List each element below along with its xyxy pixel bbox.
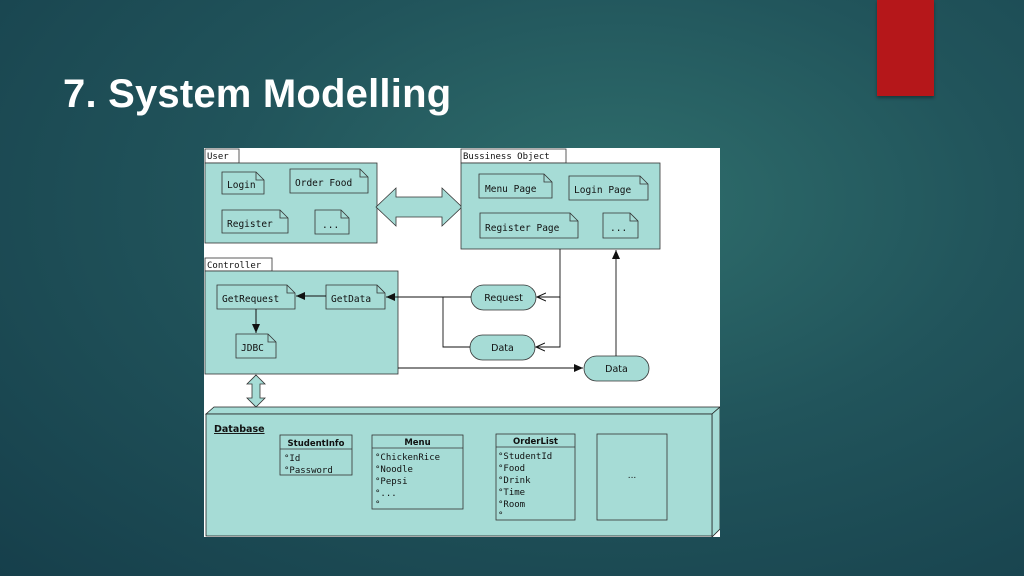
svg-text:OrderList: OrderList <box>513 437 558 447</box>
svg-text:GetData: GetData <box>331 294 371 305</box>
svg-text:Login: Login <box>227 180 256 191</box>
data-flow-node-left: Data <box>469 334 536 361</box>
svg-text:°Drink: °Drink <box>498 476 531 486</box>
note-get-data: GetData <box>325 284 386 310</box>
controller-package: Controller <box>204 257 399 375</box>
note-user-more: ... <box>314 209 350 235</box>
svg-text:°: ° <box>498 511 503 521</box>
note-login: Login <box>221 171 265 195</box>
svg-text:°Password: °Password <box>284 466 333 476</box>
svg-text:Register Page: Register Page <box>485 223 560 234</box>
database-label: Database <box>214 424 265 435</box>
request-flow-node: Request <box>470 284 537 311</box>
data-left-to-controller-line <box>442 297 470 348</box>
note-business-more: ... <box>602 212 639 239</box>
note-get-request: GetRequest <box>216 284 296 310</box>
svg-text:°StudentId: °StudentId <box>498 452 552 462</box>
note-menu-page: Menu Page <box>478 173 553 199</box>
business-to-data-line <box>536 297 561 347</box>
accent-rectangle <box>877 0 934 96</box>
controller-package-tab: Controller <box>207 261 262 271</box>
svg-text:...: ... <box>628 471 637 481</box>
user-business-double-arrow <box>375 187 463 227</box>
user-package-tab: User <box>207 152 229 162</box>
svg-text:°Time: °Time <box>498 488 525 498</box>
business-package-tab: Bussiness Object <box>463 152 550 162</box>
table-studentinfo: StudentInfo °Id °Password <box>279 434 353 476</box>
note-register-page: Register Page <box>479 212 579 239</box>
svg-text:°Pepsi: °Pepsi <box>375 477 408 487</box>
svg-text:Data: Data <box>491 343 514 354</box>
svg-text:StudentInfo: StudentInfo <box>288 439 345 449</box>
svg-text:Menu: Menu <box>404 438 430 448</box>
data-flow-node-right: Data <box>583 355 650 382</box>
slide-title: 7. System Modelling <box>63 72 452 116</box>
note-login-page: Login Page <box>568 175 649 201</box>
svg-text:°...: °... <box>375 489 397 499</box>
svg-text:Register: Register <box>227 219 273 230</box>
table-placeholder: ... <box>596 433 668 521</box>
svg-text:°ChickenRice: °ChickenRice <box>375 453 440 463</box>
svg-text:Login Page: Login Page <box>574 185 631 196</box>
svg-text:°Room: °Room <box>498 500 525 510</box>
svg-text:°Id: °Id <box>284 454 300 464</box>
table-menu: Menu °ChickenRice °Noodle °Pepsi °... ° <box>371 434 464 510</box>
svg-text:°Noodle: °Noodle <box>375 465 413 475</box>
svg-text:°: ° <box>375 500 380 510</box>
note-order-food: Order Food <box>289 168 369 194</box>
svg-text:°Food: °Food <box>498 464 525 474</box>
note-register: Register <box>221 209 289 234</box>
svg-text:Order Food: Order Food <box>295 178 352 189</box>
svg-text:...: ... <box>322 220 339 231</box>
svg-text:Request: Request <box>484 293 523 304</box>
architecture-diagram: User Login Order Food Register ... Bussi… <box>204 148 720 537</box>
svg-text:Data: Data <box>605 364 628 375</box>
svg-text:GetRequest: GetRequest <box>222 294 279 305</box>
business-to-request-line <box>537 249 561 297</box>
svg-text:JDBC: JDBC <box>241 343 264 354</box>
svg-text:Menu Page: Menu Page <box>485 184 537 195</box>
table-orderlist: OrderList °StudentId °Food °Drink °Time … <box>495 433 576 521</box>
svg-text:...: ... <box>610 223 627 234</box>
controller-database-double-arrow <box>246 374 266 408</box>
note-jdbc: JDBC <box>235 333 277 359</box>
